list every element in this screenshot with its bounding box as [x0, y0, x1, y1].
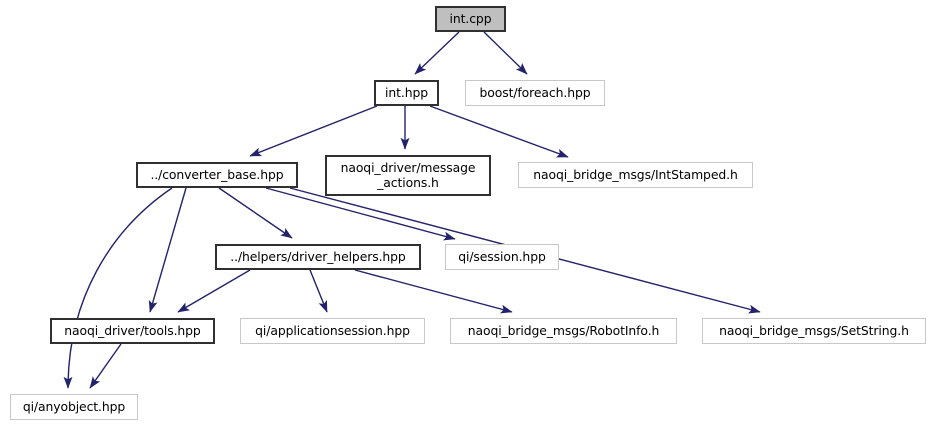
node-label-int_cpp: int.cpp — [449, 10, 492, 26]
node-driver_helpers[interactable]: ../helpers/driver_helpers.hpp — [215, 244, 421, 270]
node-message_actions[interactable]: naoqi_driver/message _actions.h — [325, 155, 491, 196]
edge-driver-helpers-to-robot-info — [354, 269, 513, 314]
edges-group — [63, 31, 761, 389]
edge-int-hpp-to-int-stamped — [429, 105, 569, 158]
node-label-any_object: qi/anyobject.hpp — [22, 398, 126, 414]
node-int_cpp[interactable]: int.cpp — [435, 6, 506, 32]
edge-converter-base-to-tools-hpp — [148, 187, 187, 313]
edge-int-hpp-to-converter-base — [249, 105, 378, 157]
node-app_session[interactable]: qi/applicationsession.hpp — [240, 318, 425, 344]
node-label-tools_hpp: naoqi_driver/tools.hpp — [64, 322, 201, 338]
node-label-boost_foreach: boost/foreach.hpp — [479, 84, 591, 100]
node-robot_info[interactable]: naoqi_bridge_msgs/RobotInfo.h — [450, 318, 677, 344]
edge-tools-hpp-to-any-object — [89, 343, 122, 389]
edge-converter-base-to-qi-session — [265, 187, 456, 241]
node-label-message_actions: naoqi_driver/message _actions.h — [340, 160, 476, 190]
node-label-int_stamped: naoqi_bridge_msgs/IntStamped.h — [533, 166, 738, 182]
node-label-app_session: qi/applicationsession.hpp — [255, 322, 410, 338]
node-int_stamped[interactable]: naoqi_bridge_msgs/IntStamped.h — [518, 162, 753, 188]
node-label-set_string: naoqi_bridge_msgs/SetString.h — [719, 322, 909, 338]
edge-driver-helpers-to-tools-hpp — [177, 269, 251, 313]
node-set_string[interactable]: naoqi_bridge_msgs/SetString.h — [702, 318, 926, 344]
edge-int-cpp-to-int-hpp — [414, 31, 460, 75]
edge-converter-base-to-any-object — [63, 187, 173, 389]
node-tools_hpp[interactable]: naoqi_driver/tools.hpp — [50, 318, 215, 344]
node-qi_session[interactable]: qi/session.hpp — [445, 244, 559, 270]
node-int_hpp[interactable]: int.hpp — [374, 80, 439, 106]
node-any_object[interactable]: qi/anyobject.hpp — [10, 394, 138, 420]
edge-int-cpp-to-boost-foreach — [483, 31, 528, 75]
node-label-converter_base: ../converter_base.hpp — [150, 166, 284, 182]
node-label-int_hpp: int.hpp — [385, 84, 428, 100]
node-label-driver_helpers: ../helpers/driver_helpers.hpp — [230, 248, 406, 264]
node-label-qi_session: qi/session.hpp — [458, 248, 546, 264]
edge-converter-base-to-driver-helpers — [218, 187, 293, 239]
node-converter_base[interactable]: ../converter_base.hpp — [136, 162, 298, 188]
node-boost_foreach[interactable]: boost/foreach.hpp — [465, 80, 605, 106]
node-label-robot_info: naoqi_bridge_msgs/RobotInfo.h — [467, 322, 660, 338]
edge-driver-helpers-to-app-session — [309, 269, 328, 313]
